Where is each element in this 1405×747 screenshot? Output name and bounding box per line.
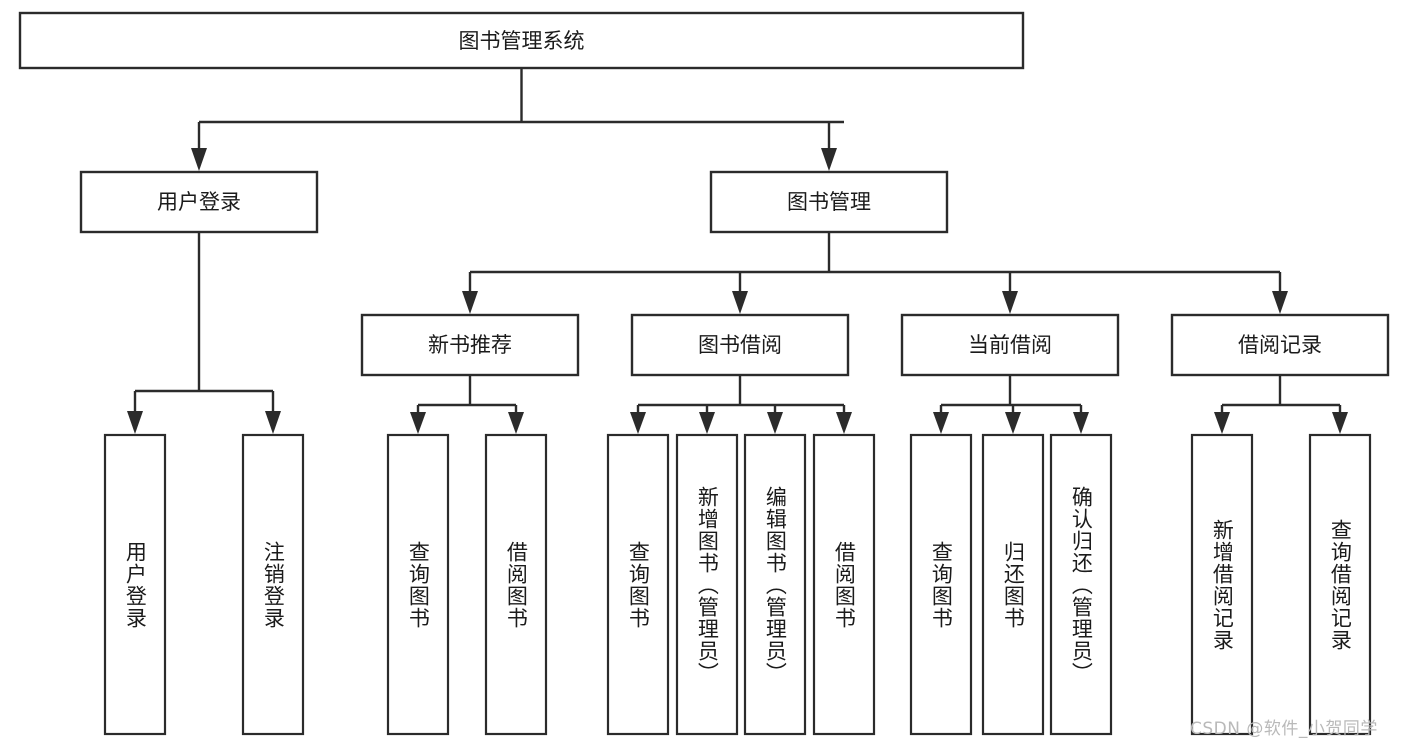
connector-group-borrow-record [1214, 375, 1348, 434]
arrowhead-current-borrow [1002, 291, 1018, 314]
node-book-admin[interactable]: 图书管理 [709, 170, 949, 234]
node-book-admin-label: 图书管理 [787, 190, 871, 214]
arrowhead-leaf-query-book-2 [630, 412, 646, 434]
node-borrow-record-box[interactable] [1170, 313, 1390, 377]
connector-group-root [191, 68, 844, 171]
arrowhead-leaf-add-book [699, 412, 715, 434]
node-borrow-record[interactable]: 借阅记录 [1170, 313, 1390, 377]
arrowhead-leaf-query-book-1 [410, 412, 426, 434]
leaf-box-edit-book[interactable] [743, 433, 807, 736]
node-new-book-rec-label: 新书推荐 [428, 333, 512, 357]
connector-group-new-book-rec [410, 375, 524, 434]
csdn-watermark: CSDN @软件_小贺同学 [1190, 719, 1378, 739]
arrowhead-leaf-return-book [1005, 412, 1021, 434]
node-current-borrow[interactable]: 当前借阅 [900, 313, 1120, 377]
arrowhead-leaf-borrow-book-2 [836, 412, 852, 434]
leaf-box-query-record[interactable] [1308, 433, 1372, 736]
node-root-box[interactable] [18, 11, 1025, 70]
arrowhead-leaf-query-book-3 [933, 412, 949, 434]
arrowhead-leaf-confirm-return [1073, 412, 1089, 434]
node-user-login[interactable]: 用户登录 [79, 170, 319, 234]
connector-group-current-borrow [933, 375, 1089, 434]
connector-group-book-admin [462, 232, 1288, 314]
leaf-box-query-book-3[interactable] [909, 433, 973, 736]
leaf-box-confirm-return[interactable] [1049, 433, 1113, 736]
node-borrow-record-label: 借阅记录 [1238, 333, 1322, 357]
node-root-label: 图书管理系统 [459, 29, 585, 53]
node-root[interactable]: 图书管理系统 [18, 11, 1025, 70]
leaf-box-query-book-2[interactable] [606, 433, 670, 736]
node-new-book-rec-box[interactable] [360, 313, 580, 377]
leaf-box-borrow-book-1[interactable] [484, 433, 548, 736]
arrowhead-leaf-add-record [1214, 412, 1230, 434]
arrowhead-user-login [191, 148, 207, 171]
leaf-boxes [103, 433, 1372, 736]
leaf-box-user-logout[interactable] [241, 433, 305, 736]
leaf-box-return-book[interactable] [981, 433, 1045, 736]
node-current-borrow-label: 当前借阅 [968, 333, 1052, 357]
arrowhead-leaf-query-record [1332, 412, 1348, 434]
arrowhead-leaf-edit-book [767, 412, 783, 434]
node-book-admin-box[interactable] [709, 170, 949, 234]
leaf-box-add-record[interactable] [1190, 433, 1254, 736]
leaf-box-user-login[interactable] [103, 433, 167, 736]
node-user-login-label: 用户登录 [157, 190, 241, 214]
node-new-book-rec[interactable]: 新书推荐 [360, 313, 580, 377]
node-book-borrow-label: 图书借阅 [698, 333, 782, 357]
node-current-borrow-box[interactable] [900, 313, 1120, 377]
node-user-login-box[interactable] [79, 170, 319, 234]
connector-group-book-borrow [630, 375, 852, 434]
arrowhead-borrow-record [1272, 291, 1288, 314]
arrowhead-leaf-user-login [127, 411, 143, 434]
leaf-box-query-book-1[interactable] [386, 433, 450, 736]
arrowhead-new-book-rec [462, 291, 478, 314]
leaf-box-add-book[interactable] [675, 433, 739, 736]
arrowhead-leaf-borrow-book-1 [508, 412, 524, 434]
arrowhead-book-borrow [732, 291, 748, 314]
node-book-borrow-box[interactable] [630, 313, 850, 377]
leaf-box-borrow-book-2[interactable] [812, 433, 876, 736]
connector-group-user-login [127, 232, 281, 434]
arrowhead-leaf-user-logout [265, 411, 281, 434]
arrowhead-book-admin [821, 148, 837, 171]
node-book-borrow[interactable]: 图书借阅 [630, 313, 850, 377]
